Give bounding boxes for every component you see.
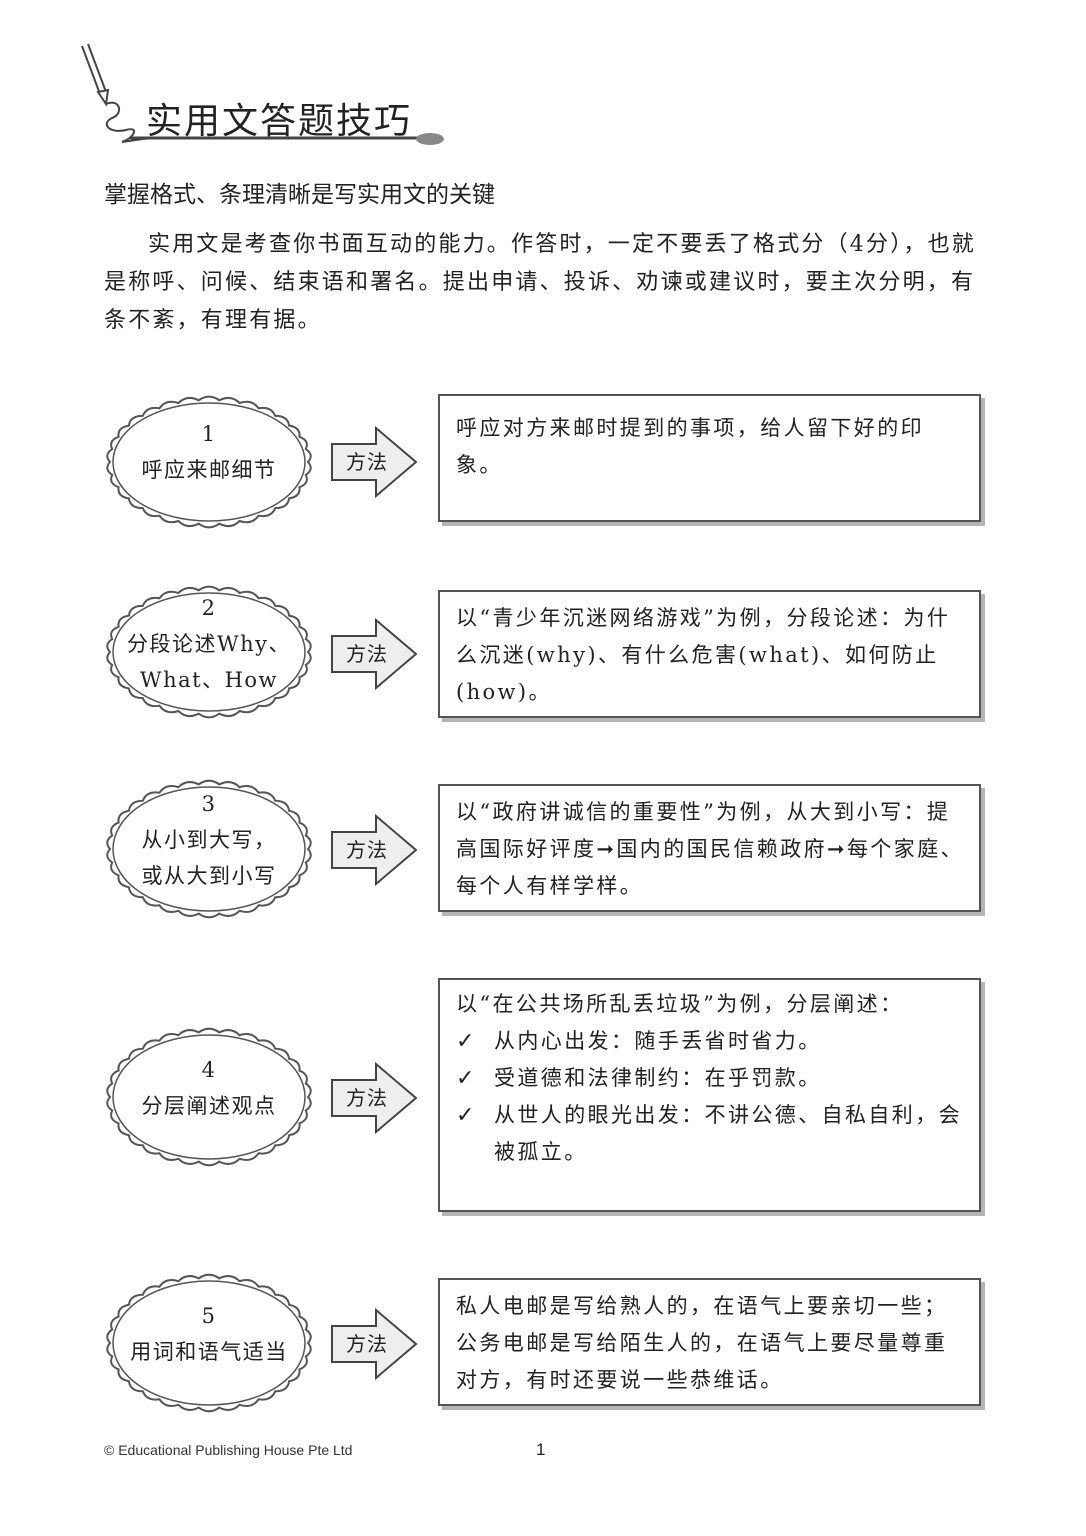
checklist-item-text: 从世人的眼光出发：不讲公德、自私自利，会被孤立。 [494, 1103, 962, 1164]
tip-oval-2: 2 分段论述Why、 What、How [102, 582, 316, 722]
check-icon: ✓ [456, 1066, 477, 1091]
tip-oval-3: 3 从小到大写， 或从大到小写 [102, 776, 316, 922]
intro-paragraph: 实用文是考查你书面互动的能力。作答时，一定不要丢了格式分（4分），也就是称呼、问… [104, 232, 976, 333]
check-icon: ✓ [456, 1103, 477, 1128]
tip-oval-4: 4 分层阐述观点 [102, 1024, 316, 1170]
method-box-1: 呼应对方来邮时提到的事项，给人留下好的印象。 [438, 394, 981, 522]
right-arrow-icon [331, 618, 418, 690]
method-arrow: 方法 [330, 814, 418, 886]
tip-title: 呼应来邮细节 [141, 458, 277, 482]
method-box-4: 以“在公共场所乱丢垃圾”为例，分层阐述： ✓ 从内心出发：随手丢省时省力。 ✓ … [438, 978, 981, 1212]
pen-icon [70, 38, 450, 162]
method-arrow: 方法 [330, 618, 418, 690]
method-text: 以“青少年沉迷网络游戏”为例，分段论述：为什么沉迷(why)、有什么危害(wha… [456, 606, 951, 704]
right-arrow-icon [331, 1062, 418, 1134]
page-number: 1 [536, 1440, 546, 1459]
method-label: 方法 [346, 642, 388, 666]
method-arrow: 方法 [330, 426, 418, 498]
checklist-item-text: 受道德和法律制约：在乎罚款。 [494, 1066, 822, 1090]
method-text: 私人电邮是写给熟人的，在语气上要亲切一些；公务电邮是写给陌生人的，在语气上要尽量… [456, 1294, 948, 1392]
checklist-item: ✓ 受道德和法律制约：在乎罚款。 [456, 1060, 965, 1097]
checklist-item-text: 从内心出发：随手丢省时省力。 [494, 1029, 822, 1053]
scalloped-oval-shape [106, 395, 312, 529]
scalloped-oval-shape [106, 585, 312, 719]
tip-number: 4 [201, 1058, 217, 1082]
scalloped-oval-shape [106, 1027, 312, 1167]
tip-title: 用词和语气适当 [130, 1340, 288, 1364]
right-arrow-icon [331, 814, 418, 886]
method-box-2: 以“青少年沉迷网络游戏”为例，分段论述：为什么沉迷(why)、有什么危害(wha… [438, 590, 981, 718]
section-subtitle: 掌握格式、条理清晰是写实用文的关键 [104, 182, 495, 208]
tip-title-line-1: 从小到大写， [141, 828, 277, 852]
tip-number: 1 [201, 422, 217, 446]
tip-title-line-2: 或从大到小写 [141, 864, 277, 888]
method-arrow: 方法 [330, 1308, 418, 1380]
method-label: 方法 [346, 838, 388, 862]
method-label: 方法 [346, 450, 388, 474]
method-label: 方法 [346, 1332, 388, 1356]
tip-number: 5 [201, 1304, 217, 1328]
checklist: ✓ 从内心出发：随手丢省时省力。 ✓ 受道德和法律制约：在乎罚款。 ✓ 从世人的… [456, 1023, 965, 1171]
method-box-3: 以“政府讲诚信的重要性”为例，从大到小写：提高国际好评度➞国内的国民信赖政府➞每… [438, 784, 981, 912]
method-label: 方法 [346, 1086, 388, 1110]
method-text: 呼应对方来邮时提到的事项，给人留下好的印象。 [456, 416, 924, 477]
tip-title-line-2: What、How [140, 668, 278, 692]
right-arrow-icon [331, 1308, 418, 1380]
method-arrow: 方法 [330, 1062, 418, 1134]
tip-number: 2 [201, 596, 217, 620]
check-icon: ✓ [456, 1029, 477, 1054]
tip-number: 3 [201, 792, 217, 816]
scalloped-oval-shape [106, 779, 312, 919]
method-box-5: 私人电邮是写给熟人的，在语气上要亲切一些；公务电邮是写给陌生人的，在语气上要尽量… [438, 1278, 981, 1406]
tip-oval-1: 1 呼应来邮细节 [102, 392, 316, 532]
method-text: 以“政府讲诚信的重要性”为例，从大到小写：提高国际好评度➞国内的国民信赖政府➞每… [456, 800, 964, 898]
tip-title-line-1: 分段论述Why、 [127, 632, 291, 656]
checklist-item: ✓ 从内心出发：随手丢省时省力。 [456, 1023, 965, 1060]
tip-title: 分层阐述观点 [141, 1094, 277, 1118]
copyright-text: © Educational Publishing House Pte Ltd [104, 1442, 353, 1458]
tip-oval-5: 5 用词和语气适当 [102, 1270, 316, 1416]
scalloped-oval-shape [106, 1273, 312, 1413]
right-arrow-icon [331, 426, 418, 498]
method-text: 以“在公共场所乱丢垃圾”为例，分层阐述： [456, 992, 904, 1016]
page-title: 实用文答题技巧 [146, 101, 413, 142]
checklist-item: ✓ 从世人的眼光出发：不讲公德、自私自利，会被孤立。 [456, 1097, 965, 1171]
